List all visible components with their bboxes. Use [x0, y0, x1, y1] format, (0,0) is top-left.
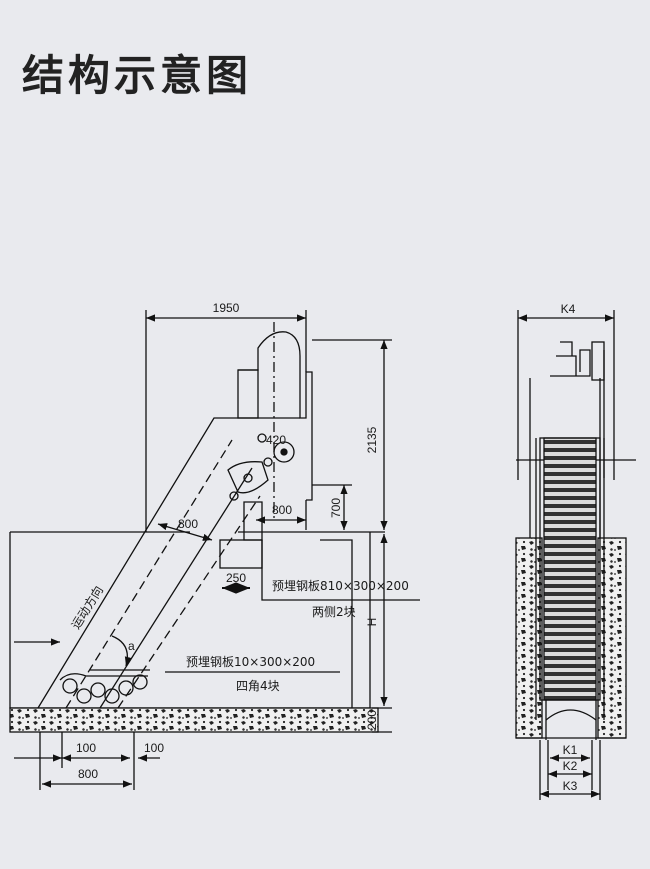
- front-view: [515, 310, 636, 800]
- dim-k3: K3: [563, 779, 578, 793]
- dim-200: 200: [365, 710, 379, 730]
- inclined-frame: [37, 417, 300, 709]
- top-sprocket: [273, 441, 295, 463]
- note-plate-top-line1: 预埋钢板810×300×200: [272, 579, 409, 593]
- note-plate-bottom-line2: 四角4块: [236, 679, 280, 693]
- dim-100-right: 100: [144, 741, 164, 755]
- dim-800-slant: 800: [178, 517, 198, 531]
- side-view-labels: 1950 2135 420 700 800 800 250 H 200 100 …: [68, 301, 409, 781]
- dim-k4: K4: [561, 302, 576, 316]
- base-slab: [9, 707, 379, 733]
- dim-100-left: 100: [76, 741, 96, 755]
- discharge-chute: [243, 501, 263, 541]
- drive-motor: [550, 341, 591, 377]
- flow-direction-label: 运动方向: [68, 583, 106, 632]
- page-title: 结构示意图: [22, 51, 253, 100]
- bottom-chain: [59, 673, 148, 704]
- dim-800-horizontal: 800: [272, 503, 292, 517]
- dim-800-bottom: 800: [78, 767, 98, 781]
- front-view-labels: K4 K1 K2 K3: [561, 302, 578, 793]
- note-plate-top-line2: 两侧2块: [312, 605, 356, 619]
- dim-1950: 1950: [213, 301, 240, 315]
- dim-420: 420: [266, 433, 286, 447]
- dim-250: 250: [226, 571, 246, 585]
- angle-arc: [111, 635, 132, 667]
- rake-grating: [543, 437, 597, 701]
- left-wall: [515, 537, 543, 739]
- right-wall: [597, 537, 627, 739]
- dim-2135: 2135: [365, 426, 379, 453]
- angle-label: a: [128, 639, 135, 653]
- dim-700: 700: [329, 498, 343, 518]
- drive-housing: [238, 331, 313, 501]
- side-view: [9, 310, 420, 790]
- dim-k2: K2: [563, 759, 578, 773]
- dim-k1: K1: [563, 743, 578, 757]
- note-plate-bottom-line1: 预埋钢板10×300×200: [186, 655, 315, 669]
- dim-h: H: [365, 618, 379, 627]
